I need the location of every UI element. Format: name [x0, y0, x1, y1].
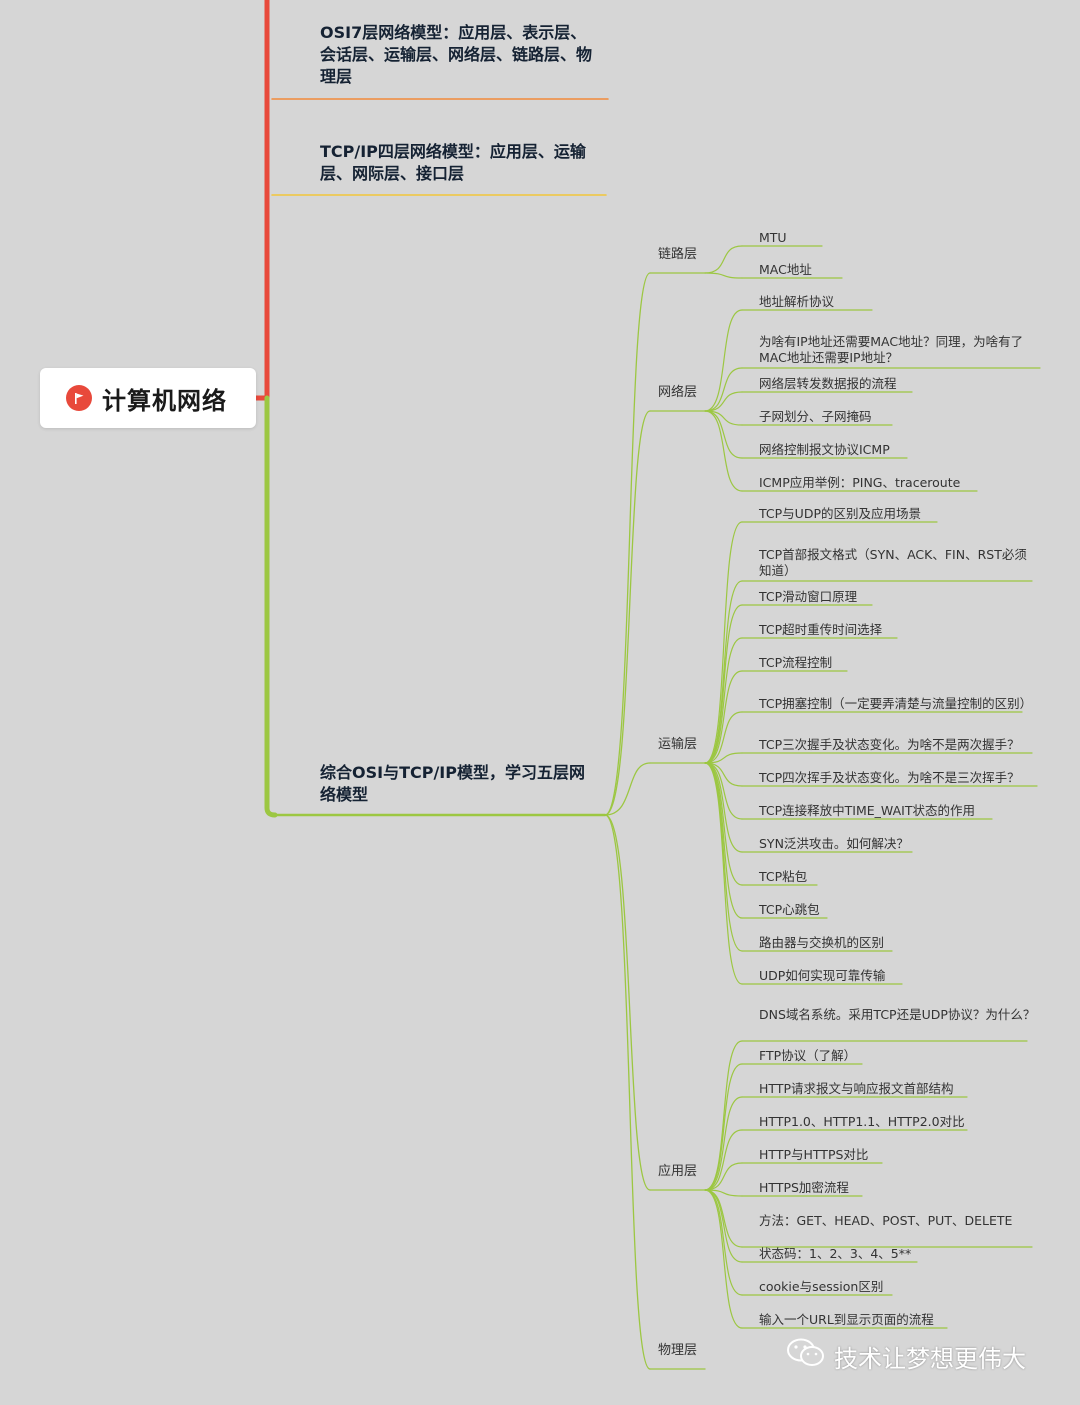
connector-line — [704, 245, 743, 274]
leaf-topic[interactable]: HTTP请求报文与响应报文首部结构 — [759, 1081, 954, 1096]
section-label[interactable]: 网络层 — [658, 385, 698, 400]
leaf-topic[interactable]: MTU — [759, 230, 787, 245]
leaf-topic[interactable]: UDP如何实现可靠传输 — [759, 968, 886, 983]
leaf-topic[interactable]: TCP超时重传时间选择 — [759, 622, 883, 637]
connector-line — [704, 1189, 743, 1197]
leaf-topic[interactable]: SYN泛洪攻击。如何解决？ — [759, 836, 909, 851]
leaf-topic[interactable]: 方法：GET、HEAD、POST、PUT、DELETE — [759, 1213, 1013, 1228]
leaf-topic[interactable]: TCP滑动窗口原理 — [759, 589, 858, 604]
leaf-topic[interactable]: 输入一个URL到显示页面的流程 — [759, 1312, 934, 1327]
leaf-topic[interactable]: TCP四次挥手及状态变化。为啥不是三次挥手？ — [759, 770, 1020, 785]
watermark-text: 技术让梦想更伟大 — [834, 1344, 1026, 1373]
connector-line — [604, 762, 651, 816]
connector-line — [704, 521, 743, 764]
connector-line — [704, 1096, 743, 1191]
leaf-topic[interactable]: HTTP与HTTPS对比 — [759, 1147, 869, 1162]
connector-line — [704, 1189, 743, 1296]
leaf-topic[interactable]: ICMP应用举例：PING、traceroute — [759, 475, 961, 490]
section-label[interactable]: 物理层 — [658, 1343, 698, 1358]
leaf-topic[interactable]: 网络层转发数据报的流程 — [759, 376, 897, 391]
connector-line — [604, 814, 651, 1191]
branch-tcpip4[interactable]: TCP/IP四层网络模型：应用层、运输层、网际层、接口层 — [320, 142, 586, 183]
connector-line — [704, 1040, 743, 1191]
section-label[interactable]: 链路层 — [658, 247, 698, 262]
connector-line — [704, 1162, 743, 1191]
leaf-topic[interactable]: TCP拥塞控制（一定要弄清楚与流量控制的区别） — [759, 696, 1033, 711]
connector-line — [704, 762, 743, 919]
flag-icon — [66, 385, 92, 411]
leaf-topic[interactable]: TCP首部报文格式（SYN、ACK、FIN、RST必须知道） — [759, 547, 1027, 578]
connector-line — [704, 410, 743, 426]
connector-line — [704, 637, 743, 764]
section-label[interactable]: 运输层 — [658, 737, 698, 752]
wechat-icon — [786, 1337, 826, 1375]
connector-line — [704, 604, 743, 764]
connector-line — [704, 309, 743, 412]
leaf-topic[interactable]: HTTP1.0、HTTP1.1、HTTP2.0对比 — [759, 1114, 965, 1129]
leaf-topic[interactable]: 路由器与交换机的区别 — [759, 935, 885, 950]
section-label[interactable]: 应用层 — [658, 1164, 698, 1179]
connector-line — [704, 272, 743, 279]
root-title: 计算机网络 — [102, 386, 227, 415]
leaf-topic[interactable]: 地址解析协议 — [759, 294, 835, 309]
connector-line — [704, 670, 743, 764]
connector-line — [704, 1063, 743, 1191]
leaf-topic[interactable]: HTTPS加密流程 — [759, 1180, 849, 1195]
connector-line — [704, 762, 743, 820]
connector-line — [264, 395, 278, 818]
leaf-topic[interactable]: TCP与UDP的区别及应用场景 — [759, 506, 921, 521]
connector-line — [704, 1129, 743, 1191]
connector-line — [704, 711, 743, 764]
leaf-topic[interactable]: TCP流程控制 — [759, 655, 833, 670]
connector-line — [704, 410, 743, 492]
leaf-topic[interactable]: 状态码：1、2、3、4、5** — [759, 1246, 912, 1261]
leaf-topic[interactable]: TCP心跳包 — [759, 902, 820, 917]
connector-line — [704, 367, 743, 412]
leaf-topic[interactable]: TCP连接释放中TIME_WAIT状态的作用 — [759, 803, 975, 818]
connector-line — [704, 410, 743, 459]
connector-line — [604, 410, 651, 816]
leaf-topic[interactable]: TCP粘包 — [759, 869, 808, 884]
branch-osi7[interactable]: OSI7层网络模型：应用层、表示层、会话层、运输层、网络层、链路层、物理层 — [320, 23, 593, 86]
leaf-topic[interactable]: cookie与session区别 — [759, 1279, 884, 1294]
root-node[interactable]: 计算机网络 — [40, 368, 256, 428]
leaf-topic[interactable]: DNS域名系统。采用TCP还是UDP协议？为什么？ — [759, 1007, 1036, 1022]
connector-line — [704, 391, 743, 412]
leaf-topic[interactable]: 为啥有IP地址还需要MAC地址？同理，为啥有了MAC地址还需要IP地址？ — [759, 334, 1024, 365]
leaf-topic[interactable]: 网络控制报文协议ICMP — [759, 442, 890, 457]
leaf-topic[interactable]: FTP协议（了解） — [759, 1048, 857, 1063]
connector-line — [704, 752, 743, 764]
connector-line — [704, 762, 743, 985]
connector-line — [604, 814, 651, 1370]
leaf-topic[interactable]: TCP三次握手及状态变化。为啥不是两次握手？ — [759, 737, 1020, 752]
watermark: 技术让梦想更伟大 — [786, 1338, 1026, 1374]
leaf-topic[interactable]: 子网划分、子网掩码 — [759, 409, 872, 424]
connector-line — [704, 1189, 743, 1329]
leaf-topic[interactable]: MAC地址 — [759, 262, 812, 277]
connector-line — [604, 272, 651, 816]
branch-five-layer[interactable]: 综合OSI与TCP/IP模型，学习五层网络模型 — [320, 763, 585, 804]
